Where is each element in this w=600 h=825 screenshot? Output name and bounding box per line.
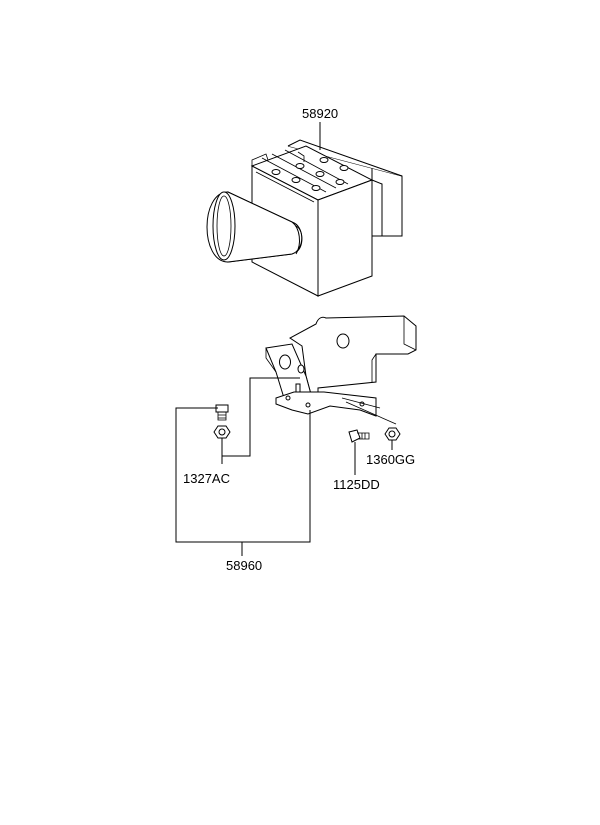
nut-1360gg-drawing	[384, 427, 401, 441]
part-label-58920: 58920	[302, 106, 339, 121]
bracket-drawing	[265, 315, 417, 425]
bolt-left-drawing	[215, 404, 229, 421]
part-label-58960: 58960	[226, 558, 263, 573]
part-label-1125dd: 1125DD	[333, 477, 380, 492]
part-label-1327ac: 1327AC	[183, 471, 230, 486]
part-label-1360gg: 1360GG	[366, 452, 416, 467]
bolt-1125dd-drawing	[348, 429, 370, 443]
nut-1327ac-drawing	[213, 425, 231, 439]
leader-58960	[175, 407, 311, 543]
abs-unit-drawing	[206, 139, 403, 297]
